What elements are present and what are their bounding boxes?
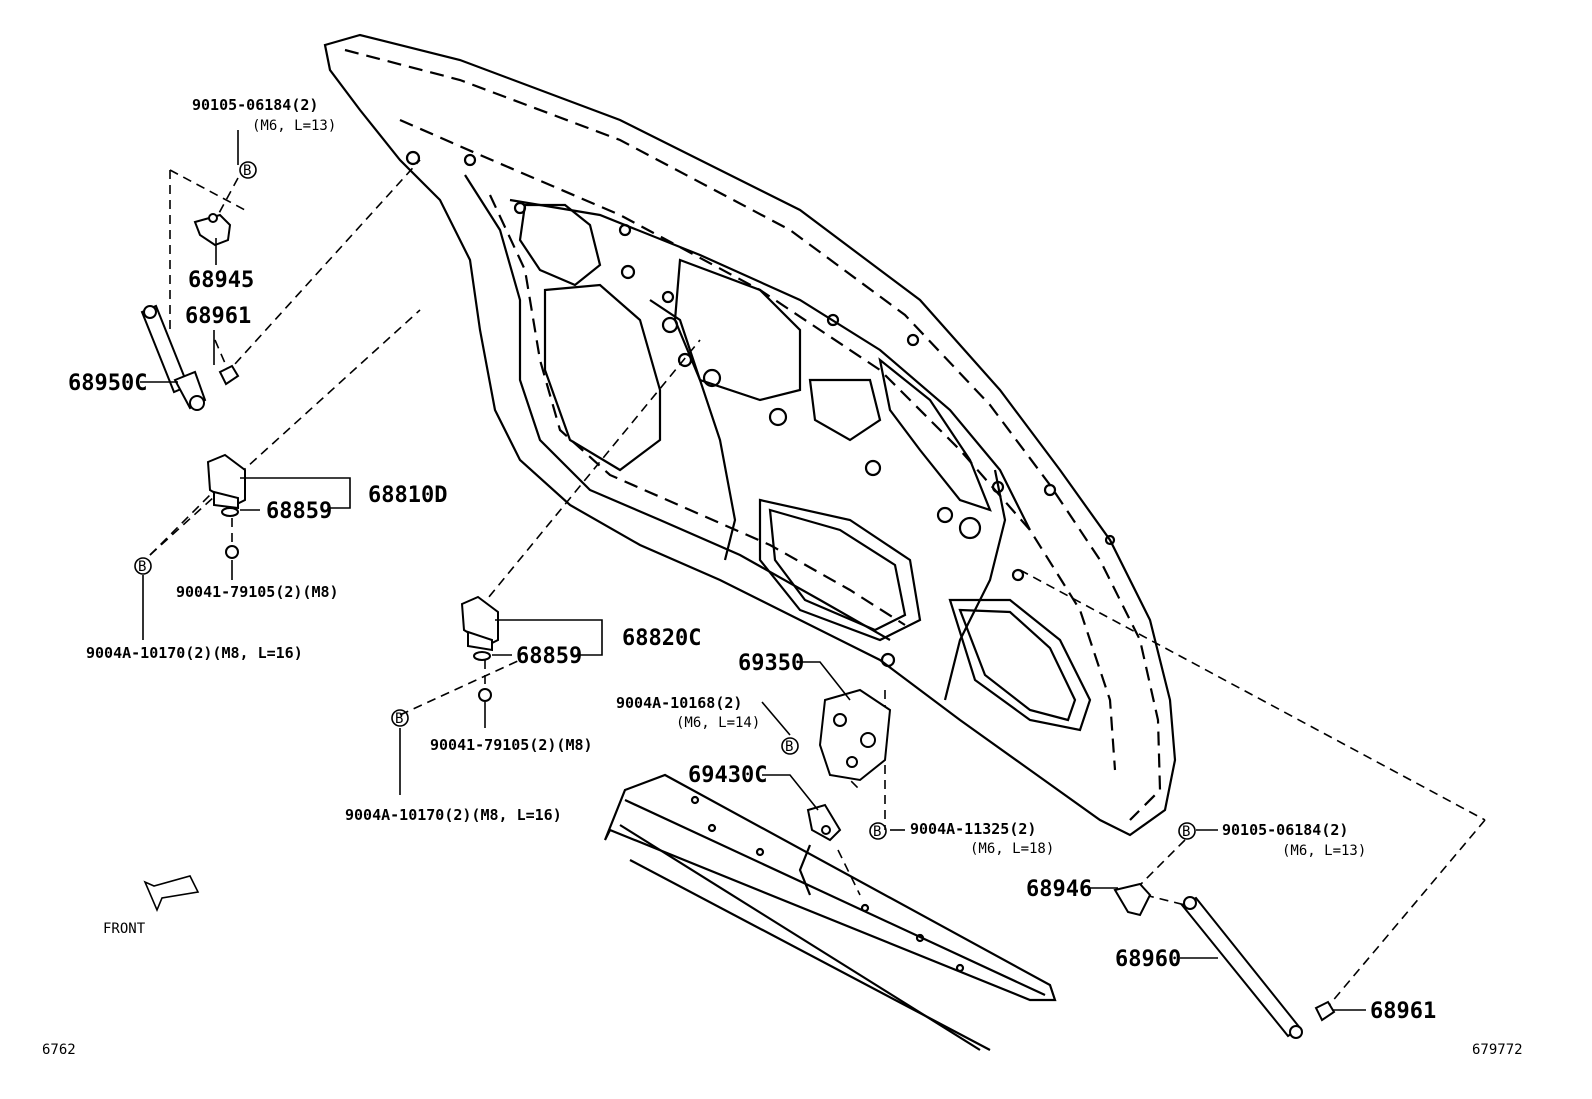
svg-text:B: B <box>243 163 251 179</box>
leader-lines <box>140 130 1366 1011</box>
ref-b-marker: B <box>869 822 887 840</box>
hinge-bracket-68945 <box>193 213 232 247</box>
striker-69430c <box>806 803 842 842</box>
front-label: FRONT <box>103 921 146 937</box>
svg-text:B: B <box>873 824 881 840</box>
ref-b-marker: B <box>1178 822 1196 840</box>
damper-stay-68960 <box>1180 896 1303 1039</box>
svg-text:B: B <box>1182 824 1190 840</box>
label-bolt-hinge-left: 90105-06184(2) <box>192 96 318 114</box>
label-68961-left: 68961 <box>185 304 251 329</box>
label-68820c: 68820C <box>622 626 701 651</box>
label-68961-right: 68961 <box>1370 999 1436 1024</box>
label-bolt-lock2-spec: (M6, L=18) <box>970 841 1054 857</box>
label-bolt-hinge-left-spec: (M6, L=13) <box>252 118 336 134</box>
part-labels: 90105-06184(2) (M6, L=13) 68945 68961 68… <box>68 96 1436 1024</box>
label-nut-a: 90041-79105(2)(M8) <box>176 583 339 601</box>
lower-back-panel <box>603 773 1057 1051</box>
label-bolt-lock: 9004A-10168(2) <box>616 694 742 712</box>
hinge-68820c <box>460 595 499 702</box>
label-69350: 69350 <box>738 651 804 676</box>
label-69430c: 69430C <box>688 763 767 788</box>
ref-b-marker: B <box>391 709 409 727</box>
label-68859-b: 68859 <box>516 644 582 669</box>
trunk-lid-panel <box>323 33 1177 837</box>
label-nut-b: 90041-79105(2)(M8) <box>430 736 593 754</box>
ref-b-marker: B <box>134 557 152 575</box>
label-bolt-lock-spec: (M6, L=14) <box>676 715 760 731</box>
assembly-lines <box>149 159 1486 1011</box>
stay-clip-68961-left <box>218 364 240 386</box>
reference-markers: B B B B B B <box>134 161 1196 840</box>
label-68945: 68945 <box>188 268 254 293</box>
damper-stay-68950c <box>140 304 207 411</box>
hinge-bracket-68946 <box>1113 882 1152 917</box>
label-68946: 68946 <box>1026 877 1092 902</box>
hinge-68810d <box>206 453 246 559</box>
stay-clip-68961-right <box>1314 1000 1336 1022</box>
front-arrow-icon <box>143 875 200 913</box>
svg-text:B: B <box>138 559 146 575</box>
svg-text:B: B <box>395 711 403 727</box>
code-left: 6762 <box>42 1042 76 1058</box>
label-68810d: 68810D <box>368 483 447 508</box>
label-bolt-hinge-right: 90105-06184(2) <box>1222 821 1348 839</box>
label-bolt-hinge-right-spec: (M6, L=13) <box>1282 843 1366 859</box>
label-bolt-b: 9004A-10170(2)(M8, L=16) <box>345 806 562 824</box>
label-bolt-a: 9004A-10170(2)(M8, L=16) <box>86 644 303 662</box>
label-68859-a: 68859 <box>266 499 332 524</box>
svg-text:B: B <box>785 739 793 755</box>
label-68950c: 68950C <box>68 371 147 396</box>
ref-b-marker: B <box>239 161 257 179</box>
lock-assembly-69350 <box>818 688 892 782</box>
ref-b-marker: B <box>781 737 799 755</box>
code-right: 679772 <box>1472 1042 1523 1058</box>
label-bolt-lock2: 9004A-11325(2) <box>910 820 1036 838</box>
label-68960: 68960 <box>1115 947 1181 972</box>
